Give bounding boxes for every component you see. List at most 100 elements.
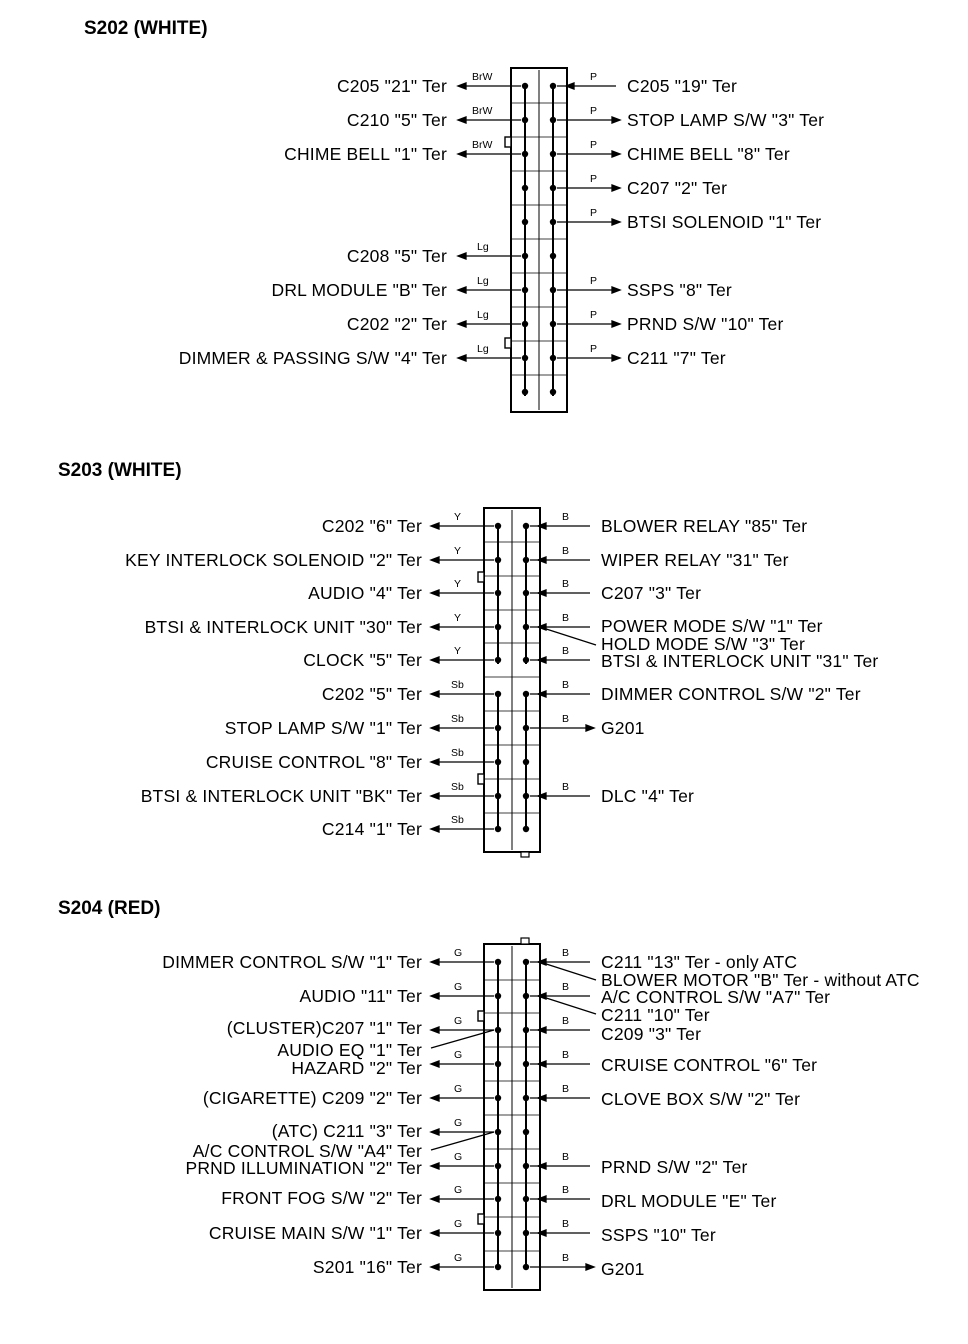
s204-right-label-10: SSPS "10" Ter — [601, 1225, 716, 1245]
s204-right-wire-color-6: B — [562, 1049, 570, 1061]
s204-right-wire-color-11: B — [562, 1252, 570, 1264]
s202-right-wire-color-4: P — [590, 173, 598, 185]
s203-right-label-6: BTSI & INTERLOCK UNIT "31" Ter — [601, 651, 879, 671]
s202-right-label-4: C207 "2" Ter — [627, 178, 728, 198]
s204-right-wire-color-8: B — [562, 1151, 570, 1163]
s204-left-label-10: FRONT FOG S/W "2" Ter — [221, 1188, 422, 1208]
s203-left-label-1: C202 "6" Ter — [321, 516, 422, 536]
s204-right-label-9: DRL MODULE "E" Ter — [601, 1191, 777, 1211]
s202-left-label-6: C202 "2" Ter — [346, 314, 447, 334]
s203-right-wire-color-6: B — [562, 645, 570, 657]
s202-right-wire-color-8: P — [590, 343, 598, 355]
s204-right-wire-color-1: B — [562, 947, 570, 959]
s202-right-wire-lines — [557, 82, 622, 362]
s203-left-wire-color-10: Sb — [451, 814, 464, 826]
s203-right-wire-color-4: B — [562, 612, 570, 624]
s203-right-wire-color-1: B — [562, 511, 570, 523]
s203-left-wire-color-7: Sb — [451, 713, 464, 725]
s204-left-label-11: CRUISE MAIN S/W "1" Ter — [208, 1223, 422, 1243]
s202-right-label-8: C211 "7" Ter — [627, 348, 726, 368]
s203-left-wire-color-4: Y — [454, 612, 462, 624]
s202-left-wire-color-2: BrW — [472, 105, 493, 117]
connector-s203-grid — [484, 541, 540, 814]
s203-left-label-6: C202 "5" Ter — [321, 684, 422, 704]
connector-s203-drawing — [429, 507, 597, 858]
connector-s203-body — [477, 507, 541, 858]
s204-left-wire-color-9: G — [454, 1151, 463, 1163]
s203-right-label-2: WIPER RELAY "31" Ter — [601, 550, 789, 570]
s204-right-label-2: BLOWER MOTOR "B" Ter - without ATC — [601, 970, 920, 990]
s202-left-wire-color-1: BrW — [472, 71, 493, 83]
s202-right-label-3: CHIME BELL "8" Ter — [627, 144, 790, 164]
s202-left-label-5: DRL MODULE "B" Ter — [271, 280, 447, 300]
s204-right-wire-color-7: B — [562, 1083, 570, 1095]
s203-right-wire-color-2: B — [562, 545, 570, 557]
s202-left-wire-lines — [456, 82, 521, 362]
s203-left-wire-color-6: Sb — [451, 679, 464, 691]
s204-right-wire-color-3: B — [562, 981, 570, 993]
s204-right-label-8: PRND S/W "2" Ter — [601, 1157, 748, 1177]
s202-right-wire-color-7: P — [590, 309, 598, 321]
s204-left-label-2: AUDIO "11" Ter — [299, 986, 422, 1006]
s204-left-label-12: S201 "16" Ter — [312, 1257, 422, 1277]
s204-left-wire-color-2: G — [454, 981, 463, 993]
section-title-s204: S204 (RED) — [58, 898, 161, 919]
s203-left-label-10: C214 "1" Ter — [321, 819, 422, 839]
s204-left-label-3: (CLUSTER)C207 "1" Ter — [226, 1018, 422, 1038]
connector-s202-drawing — [456, 67, 622, 413]
s203-left-wire-color-5: Y — [454, 645, 462, 657]
s203-left-wire-color-3: Y — [454, 578, 462, 590]
connector-s202-body — [504, 67, 568, 413]
s203-right-label-9: DLC "4" Ter — [601, 786, 695, 806]
s203-left-label-8: CRUISE CONTROL "8" Ter — [205, 752, 422, 772]
s203-right-wire-color-8: B — [562, 713, 570, 725]
s203-left-wire-color-9: Sb — [451, 781, 464, 793]
s203-right-label-7: DIMMER CONTROL S/W "2" Ter — [601, 684, 861, 704]
s204-left-wire-color-11: G — [454, 1218, 463, 1230]
s202-left-label-1: C205 "21" Ter — [336, 76, 447, 96]
s204-right-label-3: A/C CONTROL S/W "A7" Ter — [601, 987, 831, 1007]
s204-left-wire-color-6: G — [454, 1083, 463, 1095]
s203-left-label-3: AUDIO "4" Ter — [308, 583, 422, 603]
s203-right-label-4: POWER MODE S/W "1" Ter — [601, 616, 823, 636]
s202-left-label-2: C210 "5" Ter — [346, 110, 447, 130]
s204-left-wire-color-5: G — [454, 1049, 463, 1061]
s203-left-label-7: STOP LAMP S/W "1" Ter — [224, 718, 422, 738]
s202-right-wire-color-1: P — [590, 71, 598, 83]
s202-left-wire-color-4: Lg — [477, 241, 489, 253]
connector-s204-terminals — [494, 958, 530, 1271]
s204-left-wire-lines — [429, 958, 495, 1271]
s204-left-label-4: AUDIO EQ "1" Ter — [277, 1040, 422, 1060]
s204-right-label-11: G201 — [601, 1259, 645, 1279]
s202-right-wire-color-3: P — [590, 139, 598, 151]
s203-left-wire-color-2: Y — [454, 545, 462, 557]
connector-s204-bus — [497, 962, 527, 1267]
section-title-s202: S202 (WHITE) — [84, 18, 208, 39]
s204-left-label-8: A/C CONTROL S/W "A4" Ter — [192, 1141, 422, 1161]
connector-s202-grid — [511, 102, 567, 376]
s204-right-wire-lines — [530, 958, 597, 1271]
s204-right-label-1: C211 "13" Ter - only ATC — [601, 952, 798, 972]
connector-s204-grid — [484, 979, 540, 1252]
s204-left-wire-color-7: G — [454, 1117, 463, 1129]
s202-right-wire-color-6: P — [590, 275, 598, 287]
s204-right-label-7: CLOVE BOX S/W "2" Ter — [601, 1089, 801, 1109]
connector-s202-bus — [524, 86, 554, 396]
s203-left-wire-color-8: Sb — [451, 747, 464, 759]
s203-right-wire-color-3: B — [562, 578, 570, 590]
s203-left-label-4: BTSI & INTERLOCK UNIT "30" Ter — [144, 617, 422, 637]
s202-left-label-7: DIMMER & PASSING S/W "4" Ter — [178, 348, 447, 368]
s202-right-label-7: PRND S/W "10" Ter — [627, 314, 784, 334]
s204-right-wire-color-5: B — [562, 1015, 570, 1027]
s202-left-wire-color-3: BrW — [472, 139, 493, 151]
s203-right-wire-color-7: B — [562, 679, 570, 691]
s204-left-wire-color-3: G — [454, 1015, 463, 1027]
s204-left-wire-color-12: G — [454, 1252, 463, 1264]
s204-right-wire-color-9: B — [562, 1184, 570, 1196]
s203-right-label-1: BLOWER RELAY "85" Ter — [601, 516, 808, 536]
s202-right-label-5: BTSI SOLENOID "1" Ter — [627, 212, 822, 232]
s203-left-label-9: BTSI & INTERLOCK UNIT "BK" Ter — [140, 786, 422, 806]
s203-right-label-3: C207 "3" Ter — [601, 583, 702, 603]
